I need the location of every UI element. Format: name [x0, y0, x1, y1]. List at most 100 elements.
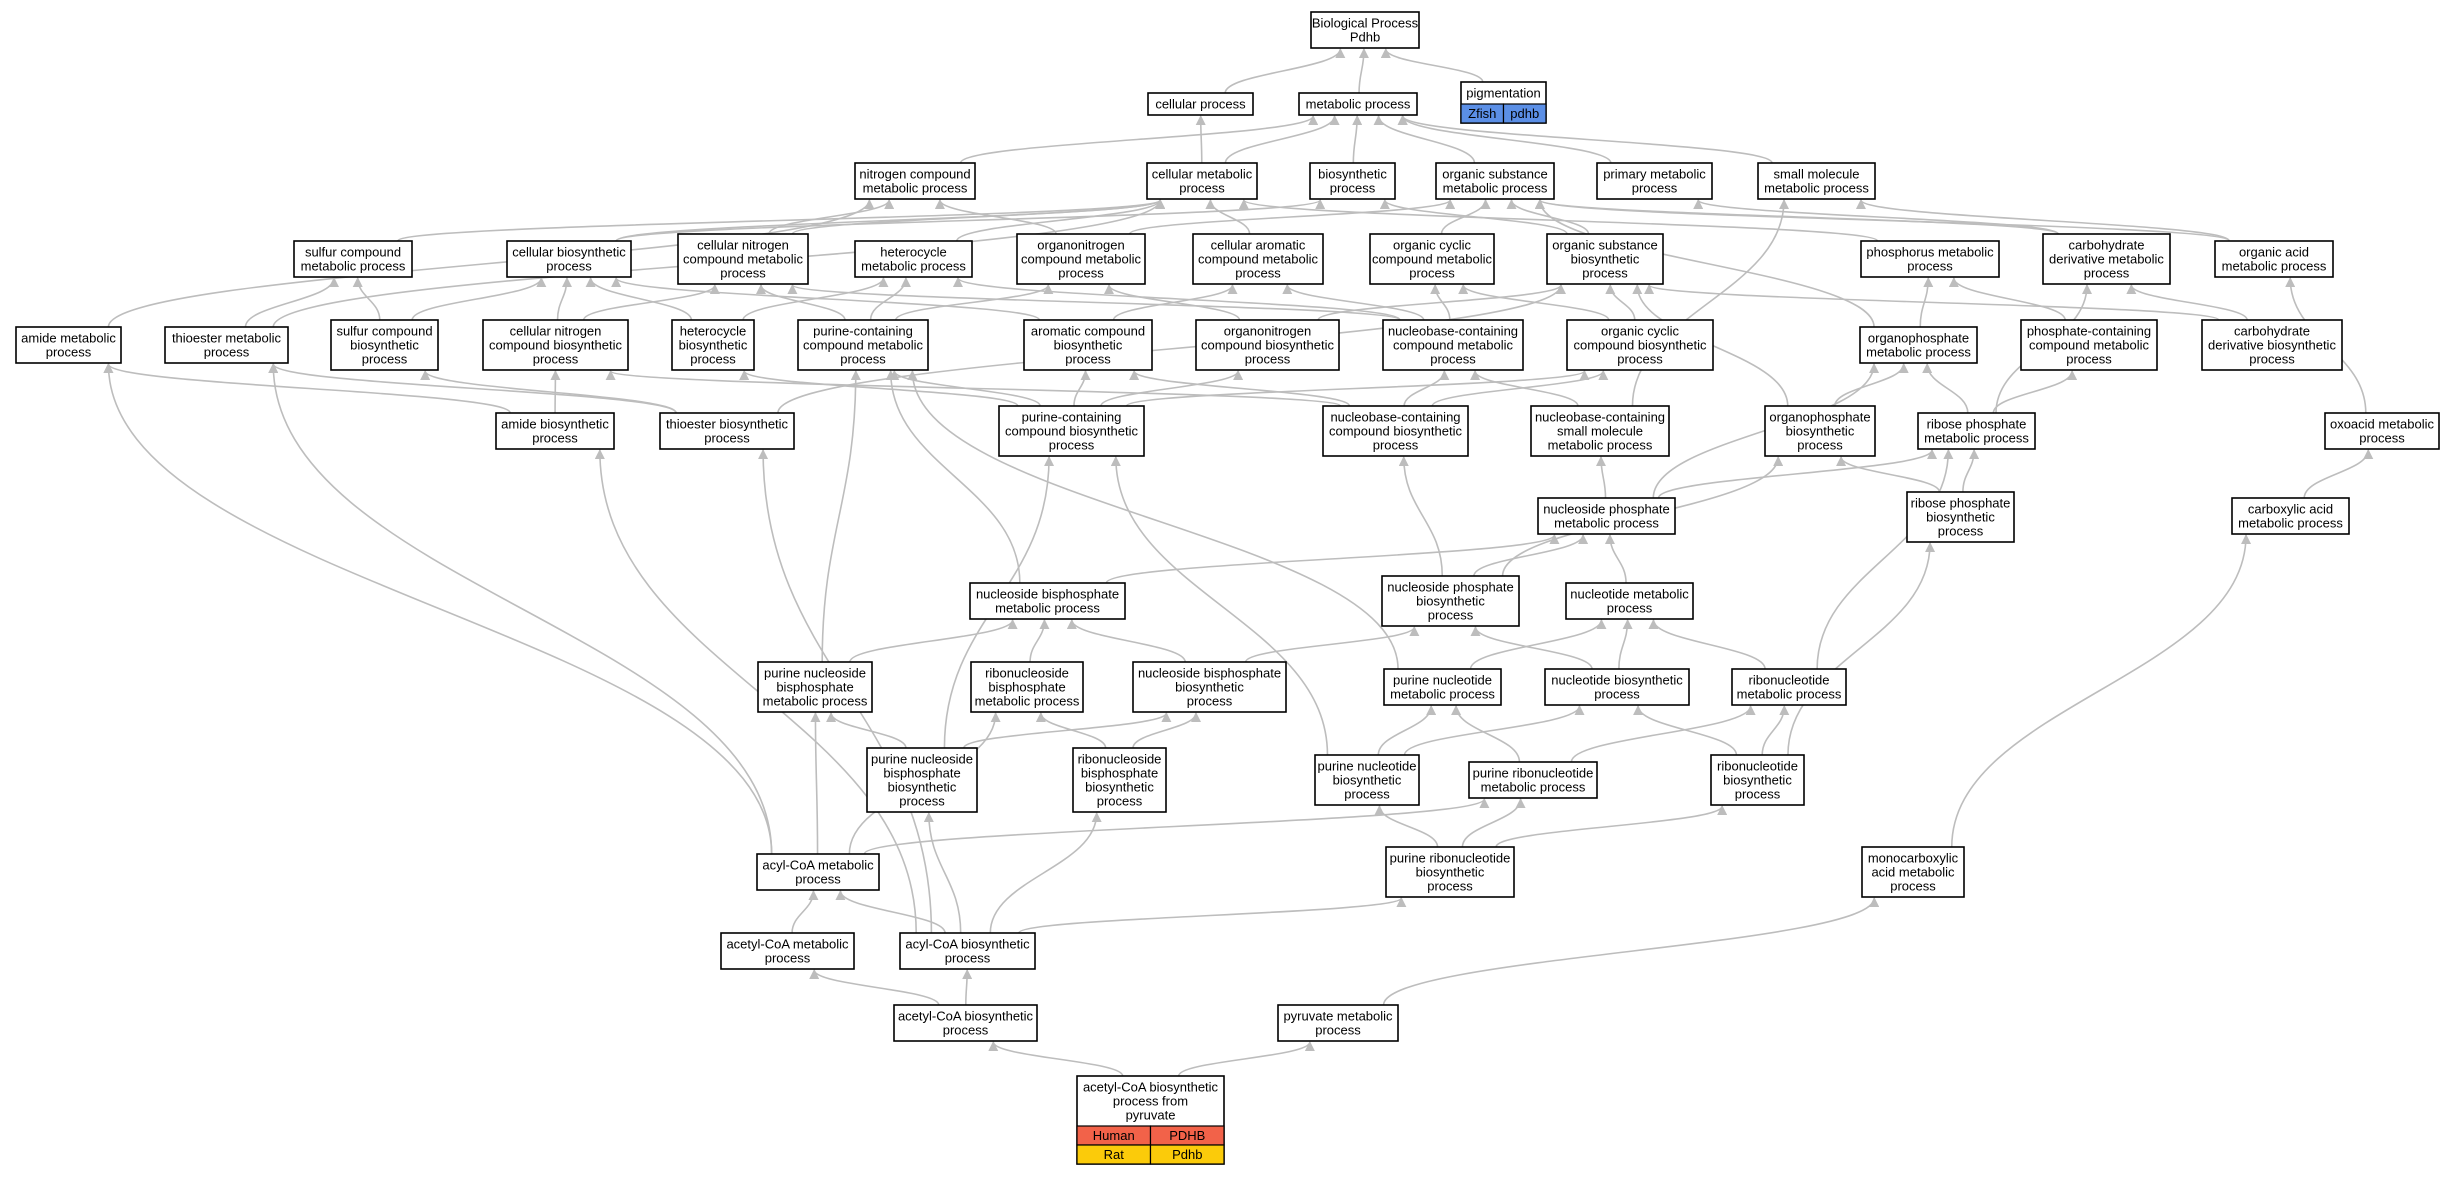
- node-label: process: [2249, 352, 2295, 367]
- node-box: [756, 853, 880, 891]
- node-box: [15, 326, 122, 364]
- node-label: metabolic process: [1866, 345, 1971, 360]
- edge-organonitrogen-biosyn-to-organonitrogen-met: [1104, 284, 1241, 321]
- edge-purine-cont-met-to-organonitrogen-met: [894, 284, 1054, 321]
- node-label: biosynthetic: [1333, 773, 1402, 788]
- node-label: purine nucleoside: [764, 666, 866, 681]
- node-label: process: [1049, 438, 1095, 453]
- annotation-label: Zfish: [1468, 106, 1496, 121]
- node-label: pigmentation: [1466, 86, 1540, 101]
- node-box: [1023, 319, 1153, 371]
- edge-nucleoside-bisphosphate-met-to-purine-cont-met: [885, 370, 1021, 584]
- node-cellular-process[interactable]: cellular process: [1147, 92, 1254, 116]
- node-label: biosynthetic: [1786, 424, 1855, 439]
- node-label: process: [1797, 438, 1843, 453]
- edge-biosynthetic-to-metabolic-process: [1352, 115, 1363, 164]
- node-nucleoside-bisphosphate-biosyn[interactable]: nucleoside bisphosphatebiosyntheticproce…: [1132, 661, 1287, 713]
- node-box: [893, 1004, 1038, 1042]
- node-label: nitrogen compound: [859, 167, 970, 182]
- node-ribonucleoside-bisphosphate-biosyn[interactable]: ribonucleosidebisphosphatebiosyntheticpr…: [1072, 747, 1167, 813]
- node-box: [495, 412, 615, 450]
- node-metabolic-process[interactable]: metabolic process: [1298, 92, 1418, 116]
- node-label: process: [795, 872, 841, 887]
- edge-acetyl-coa-from-pyruvate-to-acetyl-coa-biosyn: [988, 1041, 1124, 1077]
- node-label: process: [1938, 524, 1984, 539]
- node-box: [1861, 846, 1965, 898]
- node-label: metabolic process: [863, 181, 968, 196]
- node-label: organonitrogen: [1037, 238, 1124, 253]
- node-label: biosynthetic: [1085, 780, 1154, 795]
- node-box: [2231, 497, 2350, 535]
- node-box: [1731, 668, 1847, 706]
- node-box: [1072, 747, 1167, 813]
- node-label: metabolic process: [763, 694, 868, 709]
- node-label: compound biosynthetic: [1201, 338, 1334, 353]
- node-label: primary metabolic: [1603, 167, 1706, 182]
- node-purine-nucleoside-bisphosphate-biosyn[interactable]: purine nucleosidebisphosphatebiosyntheti…: [866, 747, 978, 813]
- edge-thioester-biosyn-to-sulfur-cmp-biosyn: [420, 370, 677, 414]
